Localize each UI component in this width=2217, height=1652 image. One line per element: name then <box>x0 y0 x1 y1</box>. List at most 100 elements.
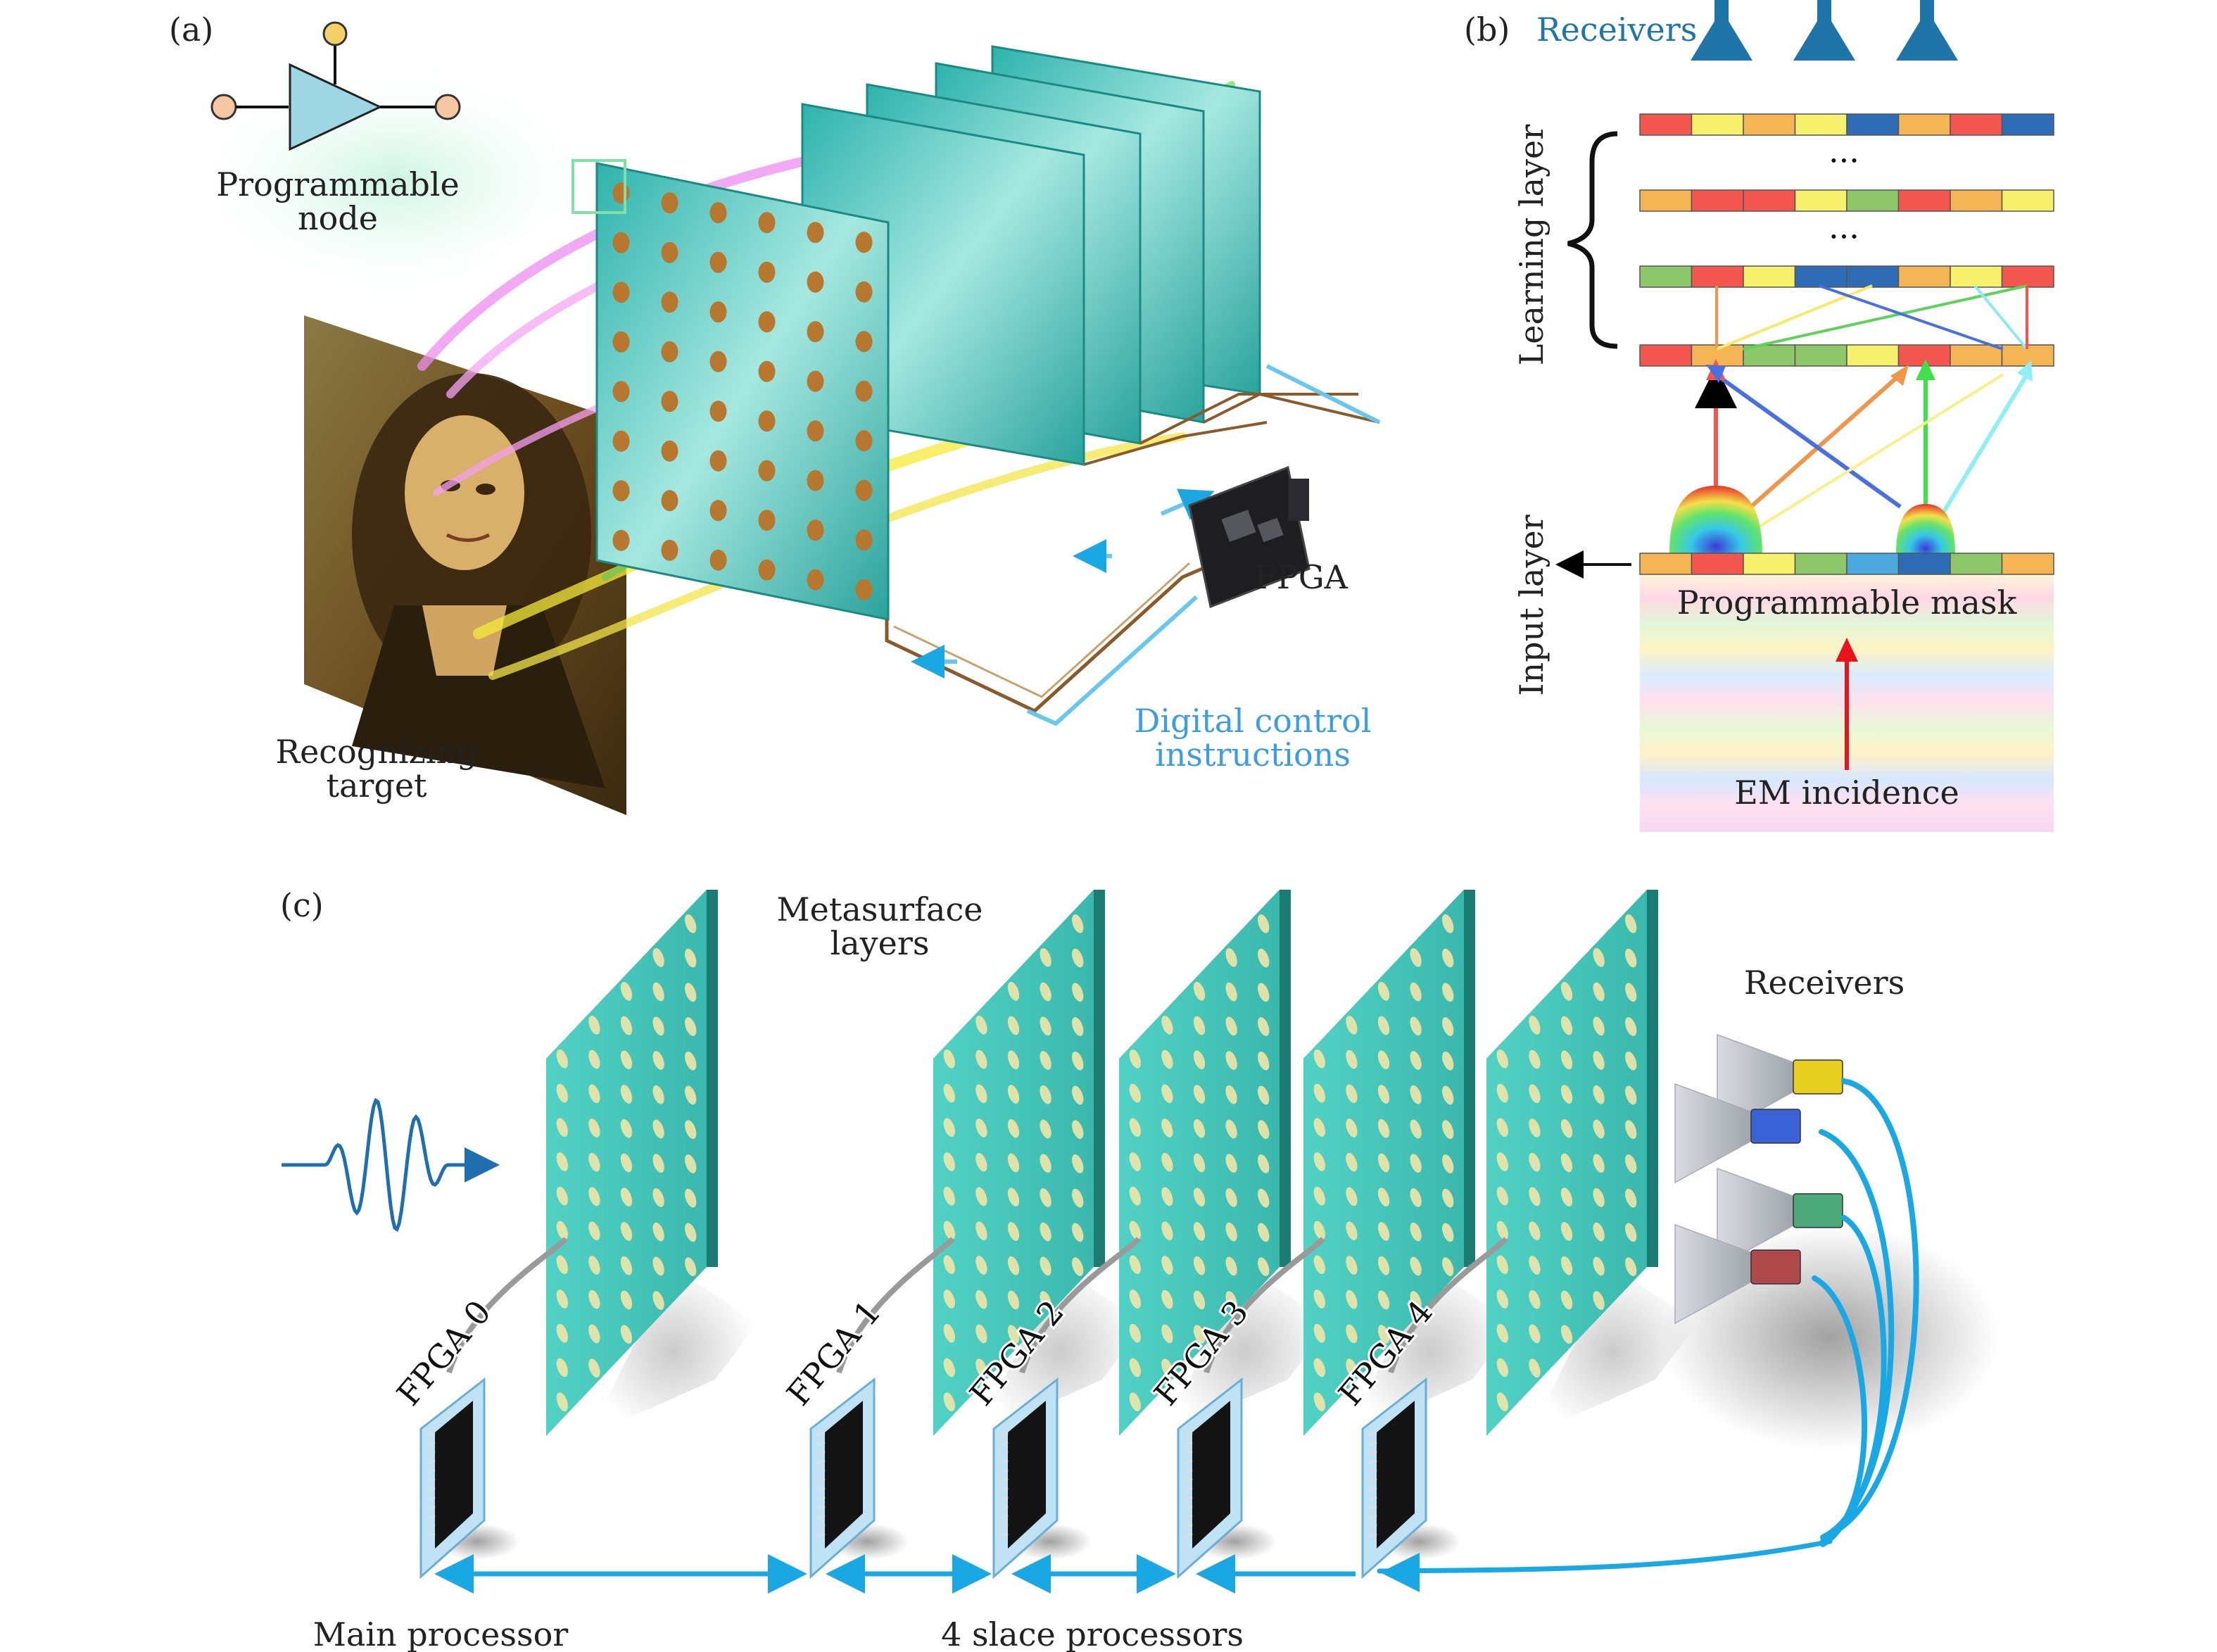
meta-atom <box>685 948 697 968</box>
meta-atom <box>1377 1187 1390 1207</box>
meta-atom <box>855 479 873 501</box>
meta-atom <box>652 1085 664 1104</box>
fpga-die <box>825 1401 863 1549</box>
meta-atom <box>1040 1085 1051 1104</box>
meta-atom <box>556 1186 568 1206</box>
meta-atom <box>1193 1085 1206 1104</box>
meta-atom <box>588 1221 600 1241</box>
meta-atom <box>588 1324 600 1344</box>
meta-atom <box>652 982 664 1002</box>
meta-atom <box>1193 1118 1206 1138</box>
meta-atom <box>1225 1016 1237 1036</box>
meta-atom <box>1496 1049 1508 1068</box>
meta-atom <box>1496 1358 1508 1377</box>
receiver-port <box>1793 1059 1843 1095</box>
fpga-pin <box>1000 1468 1009 1474</box>
fpga-pin <box>1000 1532 1009 1538</box>
meta-atom <box>1161 1118 1173 1137</box>
meta-atom <box>661 341 678 362</box>
receiver-horn-icon <box>1674 1223 1801 1325</box>
meta-atom <box>685 1188 697 1208</box>
layer-cell <box>1794 344 1848 367</box>
board-shadow <box>975 1267 1144 1436</box>
meta-atom <box>1225 1291 1237 1311</box>
digital-control-label-1: Digital control <box>1135 702 1372 740</box>
meta-atom <box>1346 1290 1358 1309</box>
layer-cell <box>1743 113 1796 136</box>
meta-atom <box>1040 1256 1051 1276</box>
mask-cell <box>1950 553 2003 575</box>
board-side-edge <box>1464 890 1475 1267</box>
meta-atom <box>588 1187 600 1206</box>
meta-atom <box>1442 983 1454 1002</box>
meta-atom <box>1258 1188 1270 1208</box>
fpga-cable <box>836 1237 955 1374</box>
meta-atom <box>1225 982 1237 1002</box>
panel-b: (b) Receivers Learning layer ··· ··· <box>1464 0 2054 832</box>
meta-atom <box>975 1118 987 1137</box>
board-shadow <box>1529 1267 1698 1436</box>
fpga-pin <box>1369 1487 1377 1492</box>
fpga-pin <box>1369 1532 1377 1538</box>
meta-atom <box>1625 1051 1637 1071</box>
metasurface-layer-0 <box>546 890 757 1436</box>
fpga-pin <box>817 1432 826 1437</box>
meta-atom <box>1225 1119 1237 1139</box>
meta-atom <box>807 321 824 343</box>
meta-atom <box>620 1118 633 1138</box>
fpga-pin <box>1369 1496 1377 1501</box>
learning-layer-label: Learning layer <box>1512 125 1550 366</box>
meta-atom <box>975 1049 987 1069</box>
layer-cell <box>1639 344 1693 367</box>
fpga-pin <box>1185 1505 1193 1511</box>
fpga-pin <box>1185 1532 1193 1538</box>
meta-atom <box>709 401 727 422</box>
meta-atom <box>1193 1153 1206 1173</box>
fpga-pin <box>427 1468 436 1474</box>
meta-atom <box>1313 1323 1325 1343</box>
meta-atom <box>1496 1290 1508 1309</box>
mask-cell <box>1794 553 1848 575</box>
meta-atom <box>1410 1222 1422 1242</box>
recognizing-target-image <box>304 315 626 815</box>
row-ellipsis-1: ··· <box>1828 141 1859 179</box>
meta-atom <box>1129 1118 1141 1137</box>
meta-atom <box>1040 1188 1051 1207</box>
meta-atom <box>1346 1049 1358 1069</box>
meta-atom <box>975 1015 987 1035</box>
mask-cell <box>2001 553 2054 575</box>
fpga-label: FPGA <box>1254 558 1348 596</box>
learning-layer-rows <box>1639 113 2054 367</box>
fpga-pin <box>1369 1432 1377 1437</box>
layer-cell <box>1691 265 1744 288</box>
mask-cell <box>1743 553 1796 575</box>
fpga-pin <box>1369 1459 1377 1465</box>
main-processor-label: Main processor <box>313 1615 569 1652</box>
fpga-pin <box>1000 1523 1009 1529</box>
meta-atom <box>620 1325 633 1344</box>
fpga-die <box>1192 1401 1230 1549</box>
meta-atom <box>943 1152 955 1171</box>
panel-c-label: (c) <box>280 886 324 924</box>
programmable-node-icon <box>210 21 461 151</box>
meta-atom <box>1072 914 1084 933</box>
meta-atom <box>652 947 664 967</box>
meta-atom <box>1560 1050 1573 1070</box>
meta-atom <box>1313 1152 1325 1171</box>
meta-atom <box>588 1358 600 1378</box>
fpga-pin <box>817 1468 826 1474</box>
meta-atom <box>1560 1118 1573 1138</box>
digital-control-label-2: instructions <box>1155 736 1351 774</box>
meta-atom <box>1560 1085 1573 1104</box>
meta-atom <box>1593 1256 1605 1276</box>
meta-atom <box>1040 1051 1051 1070</box>
fpga-pin <box>427 1441 436 1446</box>
meta-atom <box>1313 1221 1325 1240</box>
layer-cell <box>1846 344 1900 367</box>
meta-atom <box>1529 1290 1541 1309</box>
meta-atom <box>588 1084 600 1104</box>
meta-atom <box>588 1015 600 1035</box>
layer-cell <box>1897 265 1951 288</box>
layer-cell <box>2001 189 2054 212</box>
meta-atom <box>855 380 873 402</box>
